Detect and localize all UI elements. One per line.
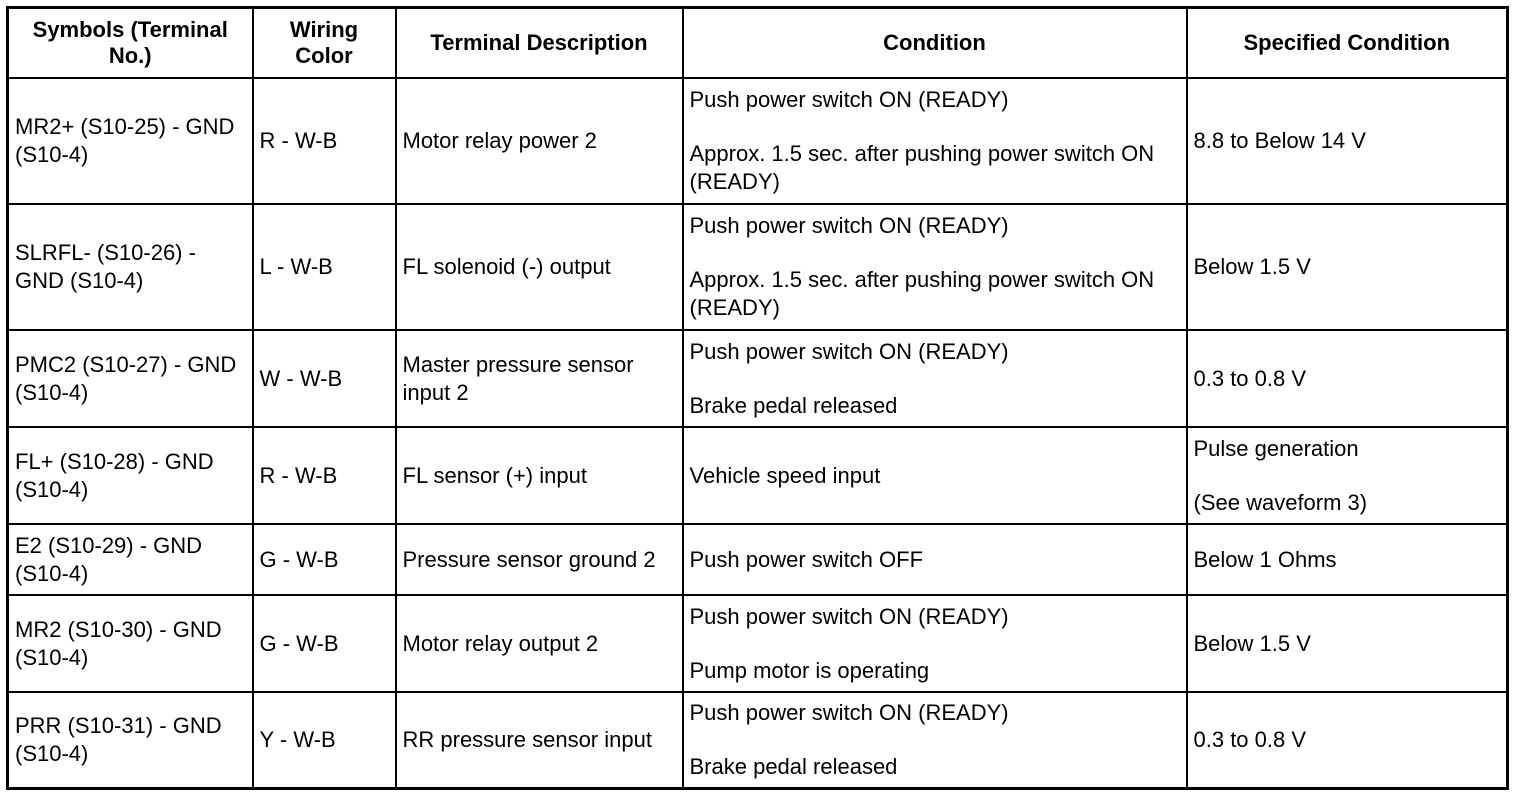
specified-line: 8.8 to Below 14 V xyxy=(1193,128,1366,153)
condition-line: Pump motor is operating xyxy=(689,657,930,683)
symbol-cell: MR2 (S10-30) - GND (S10-4) xyxy=(6,594,254,693)
condition-cell: Vehicle speed input xyxy=(681,426,1188,525)
condition-cell: Push power switch ON (READY) Pump motor … xyxy=(681,594,1188,693)
wiring-color-cell: W - W-B xyxy=(251,329,397,428)
table-body: MR2+ (S10-25) - GND (S10-4) R - W-B Moto… xyxy=(6,77,1509,790)
table-header: Symbols (Terminal No.) Wiring Color Term… xyxy=(6,6,1509,79)
table-row: SLRFL- (S10-26) - GND (S10-4) L - W-B FL… xyxy=(6,203,1509,331)
specified-line: 0.3 to 0.8 V xyxy=(1193,727,1307,752)
description-cell: Pressure sensor ground 2 xyxy=(394,523,684,596)
specified-line: 0.3 to 0.8 V xyxy=(1193,365,1307,391)
wiring-color-cell: G - W-B xyxy=(251,523,397,596)
symbol-cell: FL+ (S10-28) - GND (S10-4) xyxy=(6,426,254,525)
description-cell: RR pressure sensor input xyxy=(394,691,684,790)
symbol-cell: MR2+ (S10-25) - GND (S10-4) xyxy=(6,77,254,205)
symbol-cell: E2 (S10-29) - GND (S10-4) xyxy=(6,523,254,596)
symbol-cell: PRR (S10-31) - GND (S10-4) xyxy=(6,691,254,790)
description-cell: Motor relay power 2 xyxy=(394,77,684,205)
specified-condition-cell: Pulse generation (See waveform 3) xyxy=(1185,426,1509,525)
wiring-color-cell: G - W-B xyxy=(251,594,397,693)
condition-cell: Push power switch ON (READY) Brake pedal… xyxy=(681,329,1188,428)
terminal-table-sheet: Symbols (Terminal No.) Wiring Color Term… xyxy=(6,6,1509,790)
condition-line: Push power switch ON (READY) xyxy=(689,213,1009,238)
description-cell: Master pressure sensor input 2 xyxy=(394,329,684,428)
condition-line: Push power switch ON (READY) xyxy=(689,87,1009,112)
wiring-color-cell: R - W-B xyxy=(251,77,397,205)
specified-condition-cell: 8.8 to Below 14 V xyxy=(1185,77,1509,205)
table-row: MR2+ (S10-25) - GND (S10-4) R - W-B Moto… xyxy=(6,77,1509,205)
condition-cell: Push power switch ON (READY) Brake pedal… xyxy=(681,691,1188,790)
header-row: Symbols (Terminal No.) Wiring Color Term… xyxy=(6,6,1509,79)
table-row: PMC2 (S10-27) - GND (S10-4) W - W-B Mast… xyxy=(6,329,1509,428)
specified-line: Below 1 Ohms xyxy=(1193,546,1337,572)
specified-condition-cell: Below 1.5 V xyxy=(1185,203,1509,331)
condition-line: Push power switch ON (READY) xyxy=(689,700,1009,725)
header-specified-condition: Specified Condition xyxy=(1185,6,1509,79)
specified-line: Below 1.5 V xyxy=(1193,254,1311,279)
specified-condition-cell: Below 1.5 V xyxy=(1185,594,1509,693)
table-row: FL+ (S10-28) - GND (S10-4) R - W-B FL se… xyxy=(6,426,1509,525)
specified-condition-cell: 0.3 to 0.8 V xyxy=(1185,691,1509,790)
specified-line: Pulse generation xyxy=(1193,435,1359,461)
condition-line: Push power switch ON (READY) xyxy=(689,338,1009,364)
table-row: PRR (S10-31) - GND (S10-4) Y - W-B RR pr… xyxy=(6,691,1509,790)
terminal-specification-table: Symbols (Terminal No.) Wiring Color Term… xyxy=(6,6,1509,790)
header-symbols: Symbols (Terminal No.) xyxy=(6,6,254,79)
wiring-color-cell: R - W-B xyxy=(251,426,397,525)
header-condition: Condition xyxy=(681,6,1188,79)
description-cell: FL solenoid (-) output xyxy=(394,203,684,331)
table-row: MR2 (S10-30) - GND (S10-4) G - W-B Motor… xyxy=(6,594,1509,693)
condition-cell: Push power switch OFF xyxy=(681,523,1188,596)
condition-line: Vehicle speed input xyxy=(689,462,881,488)
condition-line: Approx. 1.5 sec. after pushing power swi… xyxy=(689,267,1155,320)
condition-line: Approx. 1.5 sec. after pushing power swi… xyxy=(689,141,1155,194)
condition-line: Brake pedal released xyxy=(689,754,898,779)
specified-condition-cell: Below 1 Ohms xyxy=(1185,523,1509,596)
specified-line: Below 1.5 V xyxy=(1193,630,1311,656)
header-terminal-description: Terminal Description xyxy=(394,6,684,79)
symbol-cell: PMC2 (S10-27) - GND (S10-4) xyxy=(6,329,254,428)
specified-line: (See waveform 3) xyxy=(1193,489,1368,515)
condition-line: Brake pedal released xyxy=(689,392,898,418)
wiring-color-cell: L - W-B xyxy=(251,203,397,331)
header-wiring-color: Wiring Color xyxy=(251,6,397,79)
wiring-color-cell: Y - W-B xyxy=(251,691,397,790)
description-cell: Motor relay output 2 xyxy=(394,594,684,693)
condition-line: Push power switch OFF xyxy=(689,546,924,572)
specified-condition-cell: 0.3 to 0.8 V xyxy=(1185,329,1509,428)
table-row: E2 (S10-29) - GND (S10-4) G - W-B Pressu… xyxy=(6,523,1509,596)
symbol-cell: SLRFL- (S10-26) - GND (S10-4) xyxy=(6,203,254,331)
condition-cell: Push power switch ON (READY) Approx. 1.5… xyxy=(681,203,1188,331)
description-cell: FL sensor (+) input xyxy=(394,426,684,525)
condition-line: Push power switch ON (READY) xyxy=(689,603,1009,629)
condition-cell: Push power switch ON (READY) Approx. 1.5… xyxy=(681,77,1188,205)
